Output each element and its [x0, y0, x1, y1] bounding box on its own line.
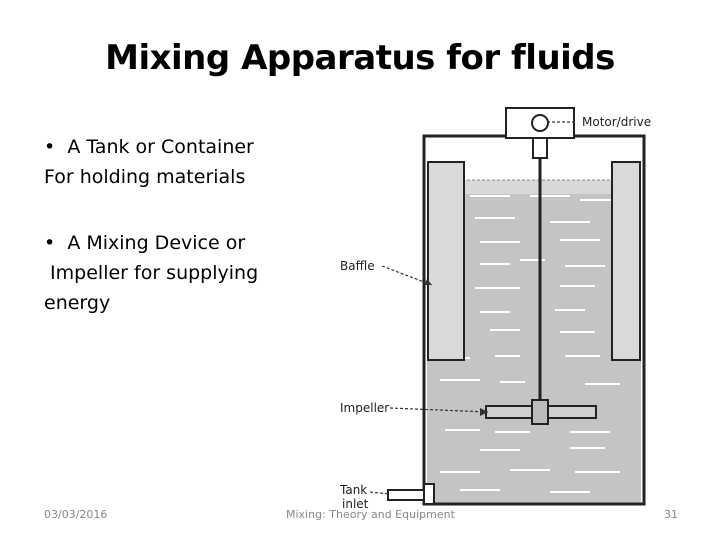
baffle-left: [427, 161, 465, 361]
label-baffle: Baffle: [340, 259, 375, 273]
bullet-line: energy: [44, 292, 111, 314]
bullet-item-tank: • A Tank or Container For holding materi…: [44, 132, 304, 192]
bullet-text: A Mixing Device or: [67, 232, 246, 254]
liquid-surface: [427, 180, 641, 194]
label-tank-inlet-1: Tank: [339, 483, 367, 497]
bullet-line: For holding materials: [44, 166, 246, 188]
label-impeller: Impeller: [340, 401, 389, 415]
bullet-marker: •: [44, 136, 56, 158]
leader-lines: [369, 121, 575, 495]
footer-subject: Mixing: Theory and Equipment: [286, 508, 455, 521]
bullet-line: Impeller for supplying: [44, 258, 304, 288]
bullet-marker: •: [44, 232, 56, 254]
slide-title: Mixing Apparatus for fluids: [105, 38, 615, 78]
bullet-item-impeller: • A Mixing Device or Impeller for supply…: [44, 228, 304, 318]
bullet-line: • A Tank or Container: [44, 132, 304, 162]
bullet-list: • A Tank or Container For holding materi…: [44, 132, 304, 354]
label-tank-inlet-2: inlet: [342, 497, 369, 511]
bullet-text: A Tank or Container: [67, 136, 254, 158]
footer-page-number: 31: [664, 508, 678, 521]
bullet-line: • A Mixing Device or: [44, 228, 304, 258]
label-motor-drive: Motor/drive: [582, 115, 651, 129]
flow-marks: [440, 195, 620, 493]
baffle-right: [611, 161, 641, 361]
footer-date: 03/03/2016: [44, 508, 108, 521]
shaft-coupling: [532, 137, 548, 159]
motor-icon: [531, 114, 549, 132]
bullet-text: Impeller for supplying: [50, 262, 259, 284]
impeller-hub: [531, 399, 549, 425]
mixing-tank-diagram: Motor/drive Baffle Impeller Tank inlet: [339, 107, 651, 511]
